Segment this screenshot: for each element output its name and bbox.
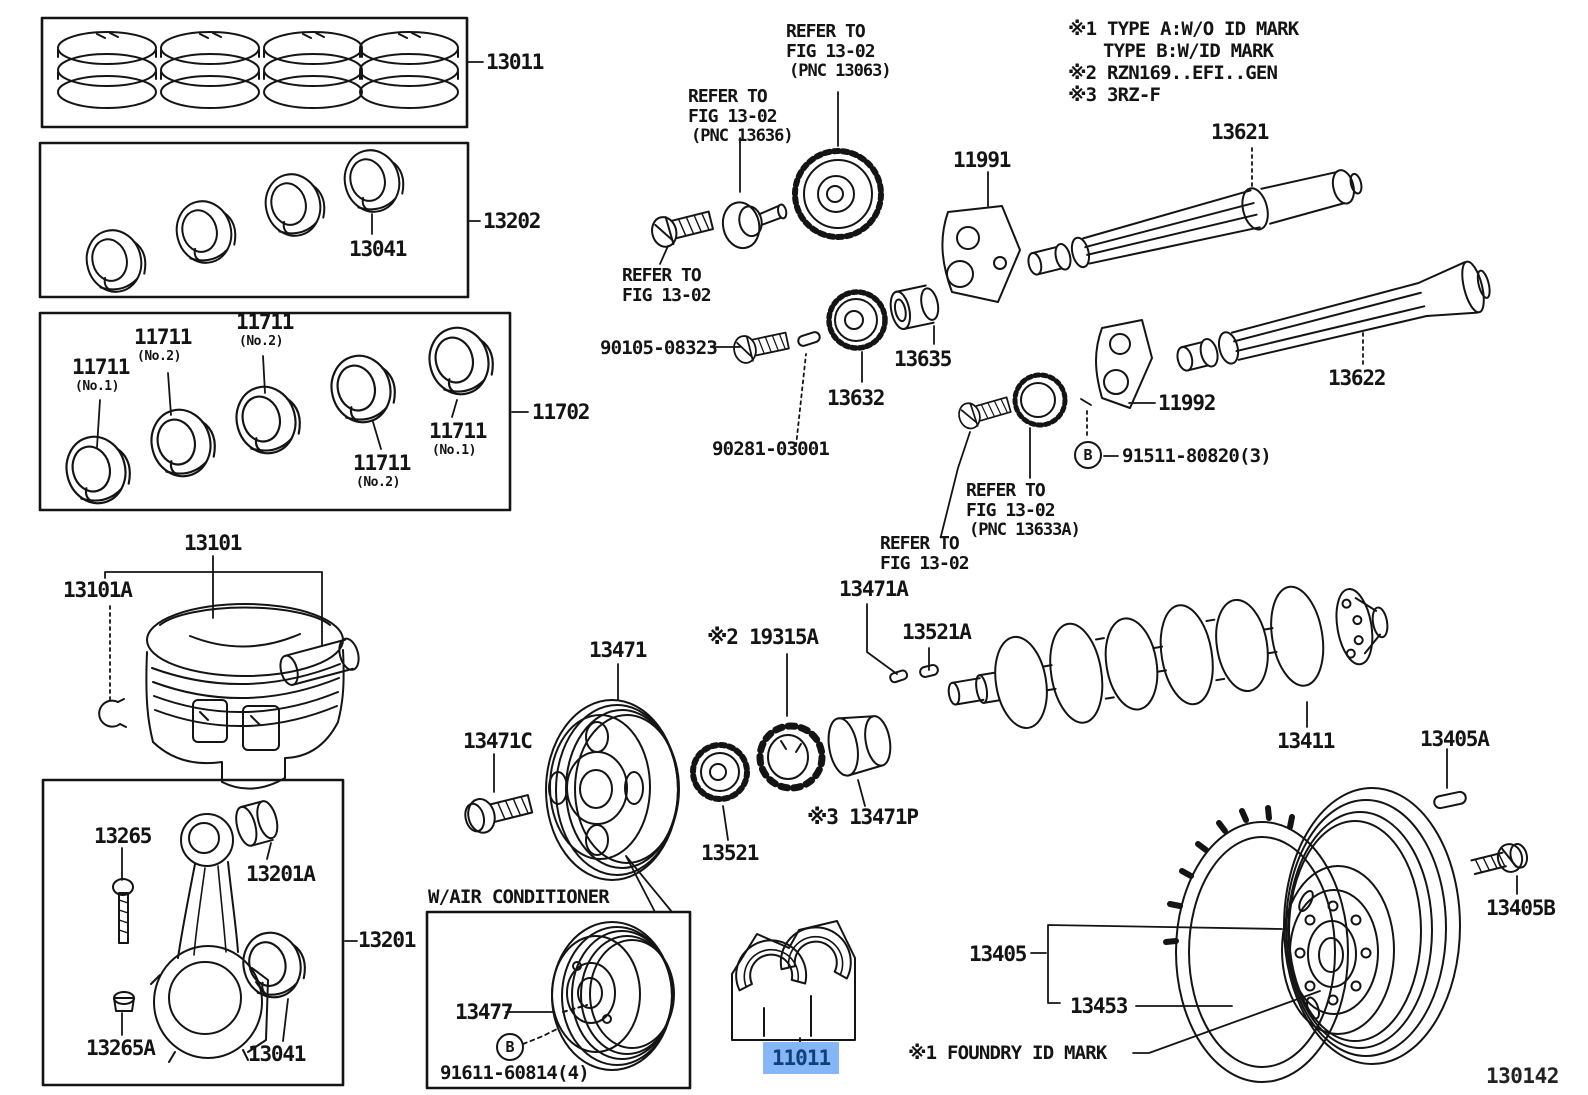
- note-type-b: TYPE B:W/ID MARK: [1103, 40, 1274, 62]
- part-label-13477[interactable]: 13477: [455, 1000, 513, 1024]
- part-label-11711-4[interactable]: 11711: [353, 451, 411, 475]
- note-type-a: ※1 TYPE A:W/O ID MARK: [1068, 18, 1299, 40]
- part-label-13453[interactable]: 13453: [1070, 994, 1128, 1018]
- note-rzn169: ※2 RZN169..EFI..GEN: [1068, 62, 1278, 84]
- part-label-13632[interactable]: 13632: [827, 386, 885, 410]
- part-label-13201a[interactable]: 13201A: [246, 862, 316, 886]
- balance-shaft-2-drawing: [1176, 260, 1491, 372]
- dowel-and-bolt-drawing: [1433, 790, 1529, 875]
- part-label-13202[interactable]: 13202: [483, 209, 541, 233]
- part-sublabel-no2: (No.2): [137, 349, 181, 364]
- part-label-11711-5[interactable]: 11711: [429, 419, 487, 443]
- b-mark-91511: B: [1074, 441, 1102, 469]
- note-3rz-f: ※3 3RZ-F: [1068, 84, 1161, 106]
- balance-shaft-1-drawing: [1027, 169, 1363, 276]
- part-sublabel-no2: (No.2): [239, 334, 283, 349]
- part-label-13405b[interactable]: 13405B: [1486, 896, 1556, 920]
- part-label-11992[interactable]: 11992: [1158, 391, 1216, 415]
- part-label-13622[interactable]: 13622: [1328, 366, 1386, 390]
- part-sublabel-no1: (No.1): [75, 379, 119, 394]
- part-label-90281-03001[interactable]: 90281-03001: [712, 438, 830, 460]
- part-label-13405a[interactable]: 13405A: [1420, 727, 1490, 751]
- selected-part-11011[interactable]: 11011: [763, 1042, 839, 1074]
- part-label-13201[interactable]: 13201: [358, 928, 416, 952]
- part-label-19315a[interactable]: ※2 19315A: [707, 625, 819, 649]
- part-label-13635[interactable]: 13635: [894, 347, 952, 371]
- part-label-11711-3[interactable]: 11711: [236, 310, 294, 334]
- note-foundry-id-mark: ※1 FOUNDRY ID MARK: [908, 1042, 1107, 1064]
- piston-rings-box-drawing: [40, 16, 469, 129]
- part-label-11711-2[interactable]: 11711: [134, 325, 192, 349]
- connecting-rod-box-drawing: [41, 778, 345, 1087]
- part-label-91611-60814[interactable]: 91611-60814(4): [440, 1062, 590, 1084]
- part-label-13621[interactable]: 13621: [1211, 120, 1269, 144]
- main-bearings-box-drawing: [38, 141, 470, 299]
- part-label-13041-rod[interactable]: 13041: [248, 1042, 306, 1066]
- flywheel-drawing: [1163, 787, 1461, 1083]
- part-label-91511-80820[interactable]: 91511-80820(3): [1122, 445, 1272, 467]
- wac-pulley-drawing: [425, 910, 692, 1090]
- part-label-13405[interactable]: 13405: [969, 942, 1027, 966]
- crank-pulley-drawing: [464, 664, 939, 881]
- part-sublabel-no2: (No.2): [356, 475, 400, 490]
- thrust-washer-set-drawing: [731, 920, 856, 1041]
- piston-drawing: [98, 603, 360, 790]
- part-label-13521[interactable]: 13521: [701, 841, 759, 865]
- figure-code: 130142: [1486, 1064, 1559, 1088]
- part-label-13471[interactable]: 13471: [589, 638, 647, 662]
- part-label-13471a[interactable]: 13471A: [839, 577, 909, 601]
- part-label-11702[interactable]: 11702: [532, 400, 590, 424]
- part-label-13265[interactable]: 13265: [94, 824, 152, 848]
- part-label-13101a[interactable]: 13101A: [63, 578, 133, 602]
- part-label-13521a[interactable]: 13521A: [902, 620, 972, 644]
- part-label-13411[interactable]: 13411: [1277, 729, 1335, 753]
- part-label-13471p[interactable]: ※3 13471P: [807, 805, 919, 829]
- timing-parts-drawing: [647, 148, 1153, 432]
- part-sublabel-no1: (No.1): [432, 443, 476, 458]
- part-label-13471c[interactable]: 13471C: [463, 729, 533, 753]
- part-label-11991[interactable]: 11991: [953, 148, 1011, 172]
- part-label-13101[interactable]: 13101: [184, 531, 242, 555]
- label-w-air-conditioner: W/AIR CONDITIONER: [428, 886, 610, 908]
- part-label-11711-1[interactable]: 11711: [72, 355, 130, 379]
- leader-lines: [96, 61, 1518, 1054]
- part-label-13265a[interactable]: 13265A: [86, 1036, 156, 1060]
- crank-bearings-box-drawing: [38, 311, 512, 512]
- b-mark-91611: B: [496, 1033, 524, 1061]
- part-label-13041-main[interactable]: 13041: [349, 237, 407, 261]
- part-label-90105-08323[interactable]: 90105-08323: [600, 337, 718, 359]
- crankshaft-drawing: [947, 585, 1389, 730]
- part-label-13011[interactable]: 13011: [486, 50, 544, 74]
